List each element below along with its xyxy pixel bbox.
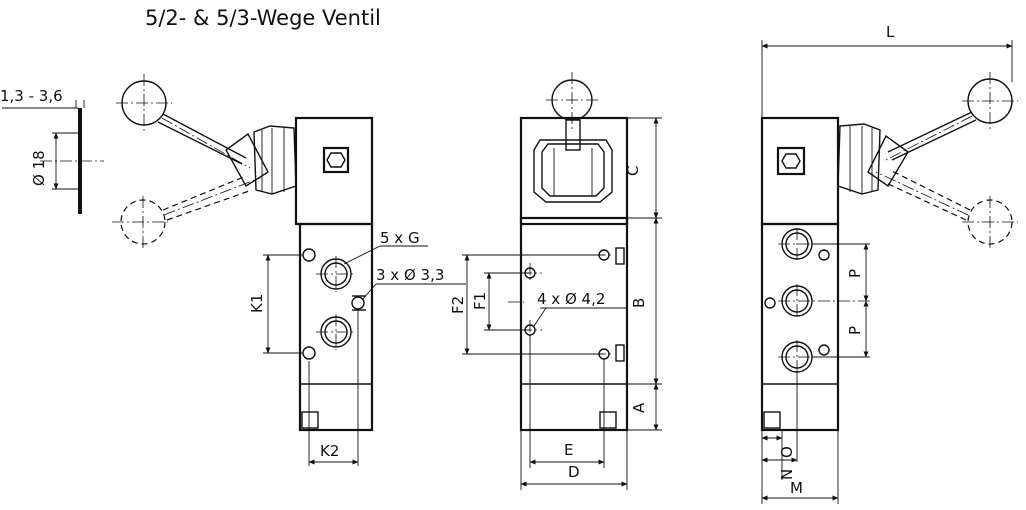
plate-thickness-label: 1,3 - 3,6 bbox=[0, 87, 63, 105]
dim-P-lower-label: P bbox=[846, 326, 864, 335]
dim-B-label: B bbox=[630, 298, 648, 308]
dim-E-label: E bbox=[564, 441, 573, 459]
dim-N-label: N bbox=[778, 469, 796, 480]
panel-plate-detail: 1,3 - 3,6 Ø 18 bbox=[0, 87, 104, 214]
side-view-right bbox=[760, 40, 1018, 504]
dim-F2-label: F2 bbox=[449, 296, 467, 314]
ports-label: 5 x G bbox=[380, 229, 420, 247]
dim-K2-label: K2 bbox=[320, 442, 339, 460]
dim-O-label: O bbox=[778, 446, 796, 458]
front-holes-label: 4 x Ø 4,2 bbox=[537, 290, 605, 308]
dim-D-label: D bbox=[568, 463, 580, 481]
drawing-title: 5/2- & 5/3-Wege Ventil bbox=[145, 6, 381, 30]
side-view-left bbox=[112, 74, 466, 466]
plate-diameter-label: Ø 18 bbox=[30, 150, 48, 186]
dim-A-label: A bbox=[630, 402, 648, 413]
dim-P-upper-label: P bbox=[846, 269, 864, 278]
side-holes-label: 3 x Ø 3,3 bbox=[376, 266, 444, 284]
dim-L-label: L bbox=[886, 23, 895, 41]
dim-F1-label: F1 bbox=[471, 292, 489, 310]
dim-C-label: C bbox=[624, 166, 642, 176]
dim-M-label: M bbox=[790, 479, 803, 497]
front-view bbox=[462, 72, 662, 490]
dim-K1-label: K1 bbox=[248, 294, 266, 313]
